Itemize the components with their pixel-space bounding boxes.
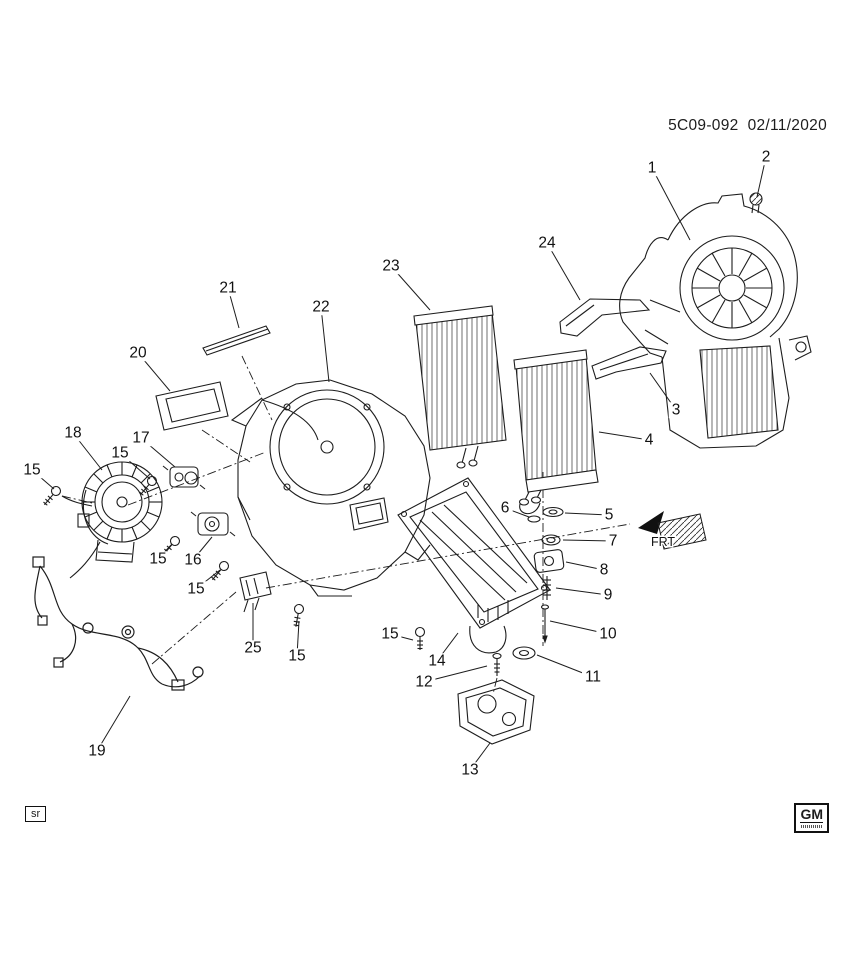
callout-2: 2: [758, 149, 774, 165]
duct-brackets-drawing: [559, 298, 667, 380]
callout-7: 7: [605, 533, 621, 549]
callout-15: 15: [20, 462, 44, 478]
leader-lines: [31, 156, 767, 771]
callout-24: 24: [535, 235, 559, 251]
wiring-harness-drawing: [32, 556, 204, 691]
callout-19: 19: [85, 743, 109, 759]
heater-core-drawing: [513, 349, 599, 515]
sr-mark: sr: [25, 806, 47, 822]
gm-logo-smallprint: [800, 825, 823, 828]
drawing-date: 02/11/2020: [747, 117, 827, 134]
callout-16: 16: [181, 552, 205, 568]
mounting-bracket-drawing: [457, 679, 535, 745]
evaporator-core-drawing: [413, 305, 507, 469]
blower-housing-drawing: [619, 192, 812, 449]
callout-11: 11: [581, 669, 605, 685]
callout-4: 4: [641, 432, 657, 448]
actuators-drawing: [162, 465, 236, 537]
gm-logo: GM: [794, 803, 829, 833]
callout-9: 9: [600, 587, 616, 603]
callout-15: 15: [184, 581, 208, 597]
resistor-drawing: [239, 571, 272, 613]
callout-15: 15: [146, 551, 170, 567]
callout-23: 23: [379, 258, 403, 274]
callout-25: 25: [241, 640, 265, 656]
callout-15: 15: [108, 445, 132, 461]
callout-22: 22: [309, 299, 333, 315]
drawing-number: 5C09-092: [668, 117, 739, 134]
callout-8: 8: [596, 562, 612, 578]
main-case-drawing: [230, 379, 431, 597]
screws-drawing: [43, 475, 502, 676]
callout-15: 15: [285, 648, 309, 664]
lower-case-drawing: [397, 477, 551, 654]
callout-17: 17: [129, 430, 153, 446]
callout-20: 20: [126, 345, 150, 361]
callout-13: 13: [458, 762, 482, 778]
callout-10: 10: [596, 626, 620, 642]
callout-18: 18: [61, 425, 85, 441]
callout-14: 14: [425, 653, 449, 669]
callout-12: 12: [412, 674, 436, 690]
callout-1: 1: [644, 160, 660, 176]
callout-6: 6: [497, 500, 513, 516]
screw-12-drawing: [492, 652, 502, 676]
callout-21: 21: [216, 280, 240, 296]
seals-drawing: [155, 325, 271, 431]
blower-motor-drawing: [61, 461, 163, 579]
frt-label: FRT: [651, 535, 675, 549]
callout-3: 3: [668, 402, 684, 418]
drawing-header: 5C09-092 02/11/2020: [659, 117, 827, 135]
frt-arrow: FRT: [638, 511, 707, 551]
valve-stack-drawing: [512, 506, 565, 660]
callout-15: 15: [378, 626, 402, 642]
gm-logo-text: GM: [800, 806, 823, 823]
callout-5: 5: [601, 507, 617, 523]
sr-label: sr: [31, 808, 41, 820]
screw-2-drawing: [749, 192, 763, 214]
